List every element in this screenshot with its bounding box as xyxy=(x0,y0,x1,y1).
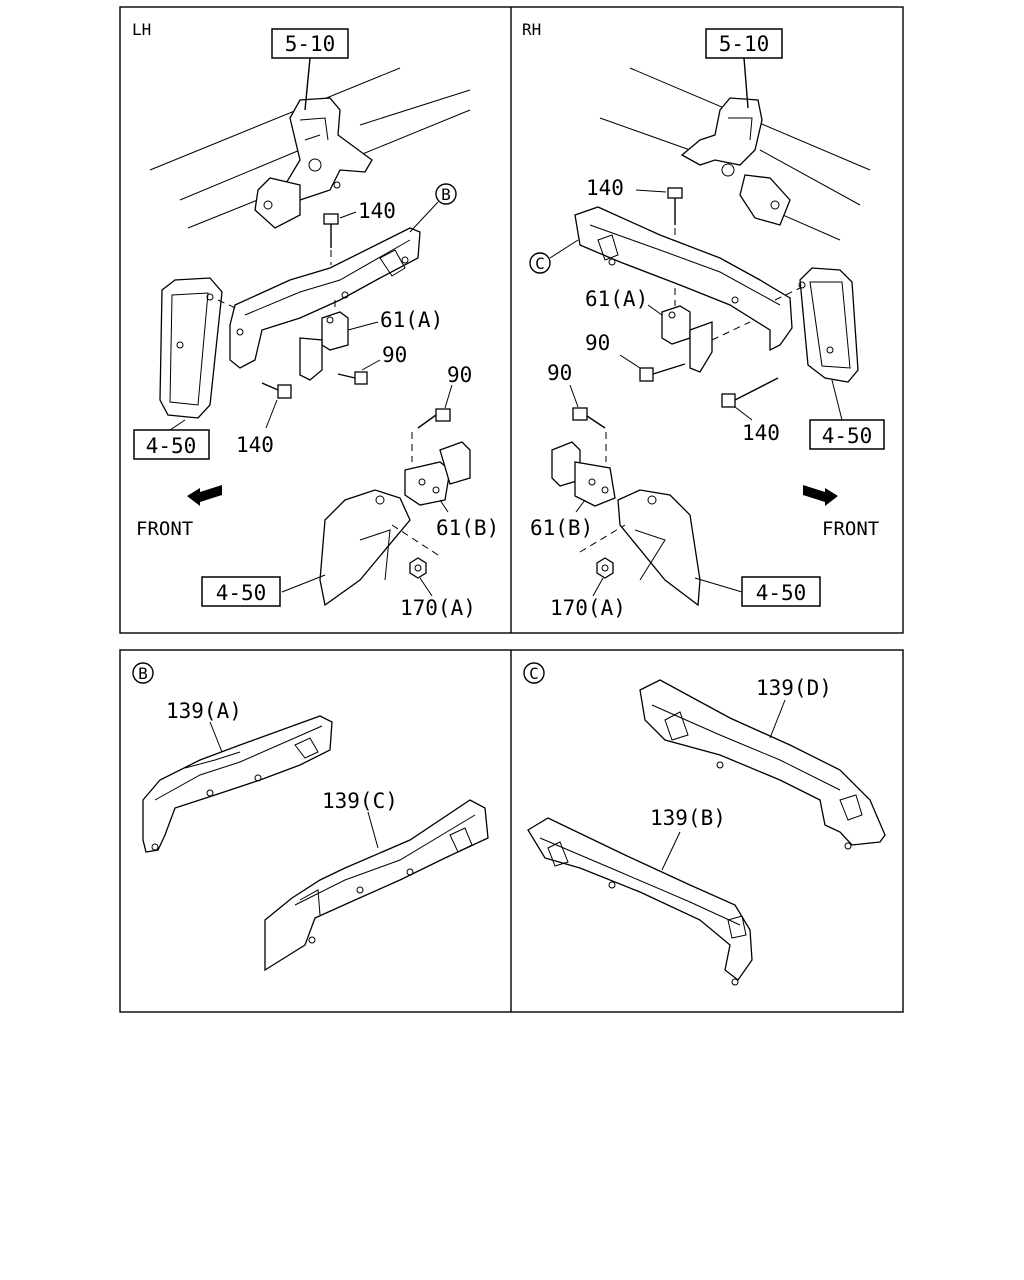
rh-bolt-140-top xyxy=(667,187,683,225)
lh-bolt-140-bottom xyxy=(261,382,292,399)
lh-label-170a: 170(A) xyxy=(400,596,476,620)
rh-front-arrow-icon xyxy=(803,485,838,506)
panel-frames xyxy=(119,6,904,1013)
lh-label-61a: 61(A) xyxy=(380,308,443,332)
part-139c xyxy=(264,799,489,972)
lh-mount-61a xyxy=(299,311,349,381)
rh-front-label: FRONT xyxy=(822,518,879,540)
lh-label-140-bottom: 140 xyxy=(236,433,274,457)
label-139b: 139(B) xyxy=(650,806,726,830)
rh-side-label: RH xyxy=(522,20,541,39)
rh-nut-170a xyxy=(596,557,614,579)
lh-label-90-mid: 90 xyxy=(382,343,407,367)
lh-ref-4-50-bottom[interactable]: 4-50 xyxy=(216,581,267,605)
label-139d: 139(D) xyxy=(756,676,832,700)
rh-crossmember-bracket xyxy=(574,206,793,352)
rh-mount-61b xyxy=(551,441,616,507)
detail-c-panel: C 139(D) 139(B) xyxy=(523,662,886,986)
lh-ref-4-50-left[interactable]: 4-50 xyxy=(146,434,197,458)
part-139d xyxy=(639,679,886,850)
detail-b-callout: B xyxy=(138,664,148,683)
rh-panel: RH 5-10 140 xyxy=(522,20,885,620)
lh-crossmember-bracket xyxy=(229,227,421,369)
lh-side-panel xyxy=(159,277,223,419)
lh-panel: LH 5-10 140 xyxy=(132,20,499,620)
part-139b xyxy=(527,817,753,986)
lh-bolt-140-top xyxy=(323,213,339,248)
rh-label-61b: 61(B) xyxy=(530,516,593,540)
lh-cab-mount-bracket xyxy=(254,97,373,229)
rh-bolt-140-bottom xyxy=(721,377,779,408)
lh-mount-61b xyxy=(404,441,471,506)
lh-ref-5-10-box[interactable] xyxy=(271,28,349,59)
rh-mount-61a xyxy=(661,305,713,373)
lh-ref-4-50-bottom-box[interactable] xyxy=(201,576,281,607)
rh-ref-4-50-bottom-box[interactable] xyxy=(741,576,821,607)
rh-label-90-mid: 90 xyxy=(585,331,610,355)
lh-bolt-90-right xyxy=(417,408,451,429)
rh-ref-4-50-bottom[interactable]: 4-50 xyxy=(756,581,807,605)
rh-ref-5-10-box[interactable] xyxy=(705,28,783,59)
lh-label-90-right: 90 xyxy=(447,363,472,387)
rh-label-61a: 61(A) xyxy=(585,287,648,311)
lh-front-label: FRONT xyxy=(136,518,193,540)
rh-ref-4-50-right[interactable]: 4-50 xyxy=(822,424,873,448)
label-139c: 139(C) xyxy=(322,789,398,813)
lh-ref-5-10[interactable]: 5-10 xyxy=(285,32,336,56)
rh-side-panel xyxy=(798,267,859,383)
rh-cab-mount-bracket xyxy=(680,97,791,226)
label-139a: 139(A) xyxy=(166,699,242,723)
lh-callout-b[interactable]: B xyxy=(441,185,451,204)
lh-front-arrow-icon xyxy=(187,485,222,506)
rh-wheel-arch xyxy=(617,489,701,607)
detail-b-panel: B 139(A) 139(C) xyxy=(132,662,489,972)
lh-ref-4-50-left-box[interactable] xyxy=(133,429,210,460)
rh-bolt-90-mid xyxy=(639,363,686,382)
lh-wheel-arch xyxy=(319,489,411,607)
rh-ref-5-10[interactable]: 5-10 xyxy=(719,32,770,56)
rh-label-140-top: 140 xyxy=(586,176,624,200)
rh-label-140-bottom: 140 xyxy=(742,421,780,445)
part-139a xyxy=(142,715,333,853)
lh-bolt-90-mid xyxy=(337,371,368,385)
rh-callout-c[interactable]: C xyxy=(535,254,545,273)
lh-nut-170a xyxy=(409,557,427,579)
lh-side-label: LH xyxy=(132,20,151,39)
rh-label-90-left: 90 xyxy=(547,361,572,385)
lh-label-61b: 61(B) xyxy=(436,516,499,540)
lh-label-140-top: 140 xyxy=(358,199,396,223)
rh-label-170a: 170(A) xyxy=(550,596,626,620)
rh-bolt-90-left xyxy=(572,407,606,429)
rh-ref-4-50-right-box[interactable] xyxy=(809,419,885,450)
detail-c-callout: C xyxy=(529,664,539,683)
